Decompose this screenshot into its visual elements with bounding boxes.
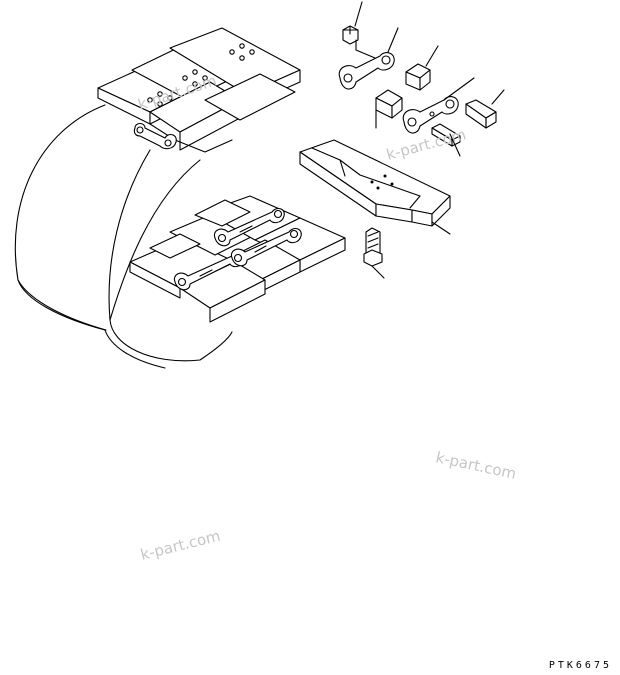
small-pin <box>431 123 461 157</box>
watermark-4: k-part.com <box>139 527 223 564</box>
shoe-bolt <box>363 227 385 279</box>
lower-shoe-row <box>129 195 346 323</box>
upper-shoe-row <box>97 27 301 153</box>
track-shoe-assembly <box>14 27 346 369</box>
drawing-code: PTK6675 <box>548 660 612 671</box>
track-belt-outline <box>14 104 106 331</box>
track-belt-inner-edge <box>108 149 233 362</box>
watermark-2: k-part.com <box>384 125 468 164</box>
shoe-nut <box>342 1 363 45</box>
master-pin <box>465 89 505 129</box>
track-link-right <box>402 77 475 134</box>
spacer-pin <box>375 89 403 129</box>
track-link-left <box>338 27 399 90</box>
track-shoe <box>299 139 451 235</box>
bushing <box>405 45 439 91</box>
watermark-3: k-part.com <box>434 448 518 483</box>
